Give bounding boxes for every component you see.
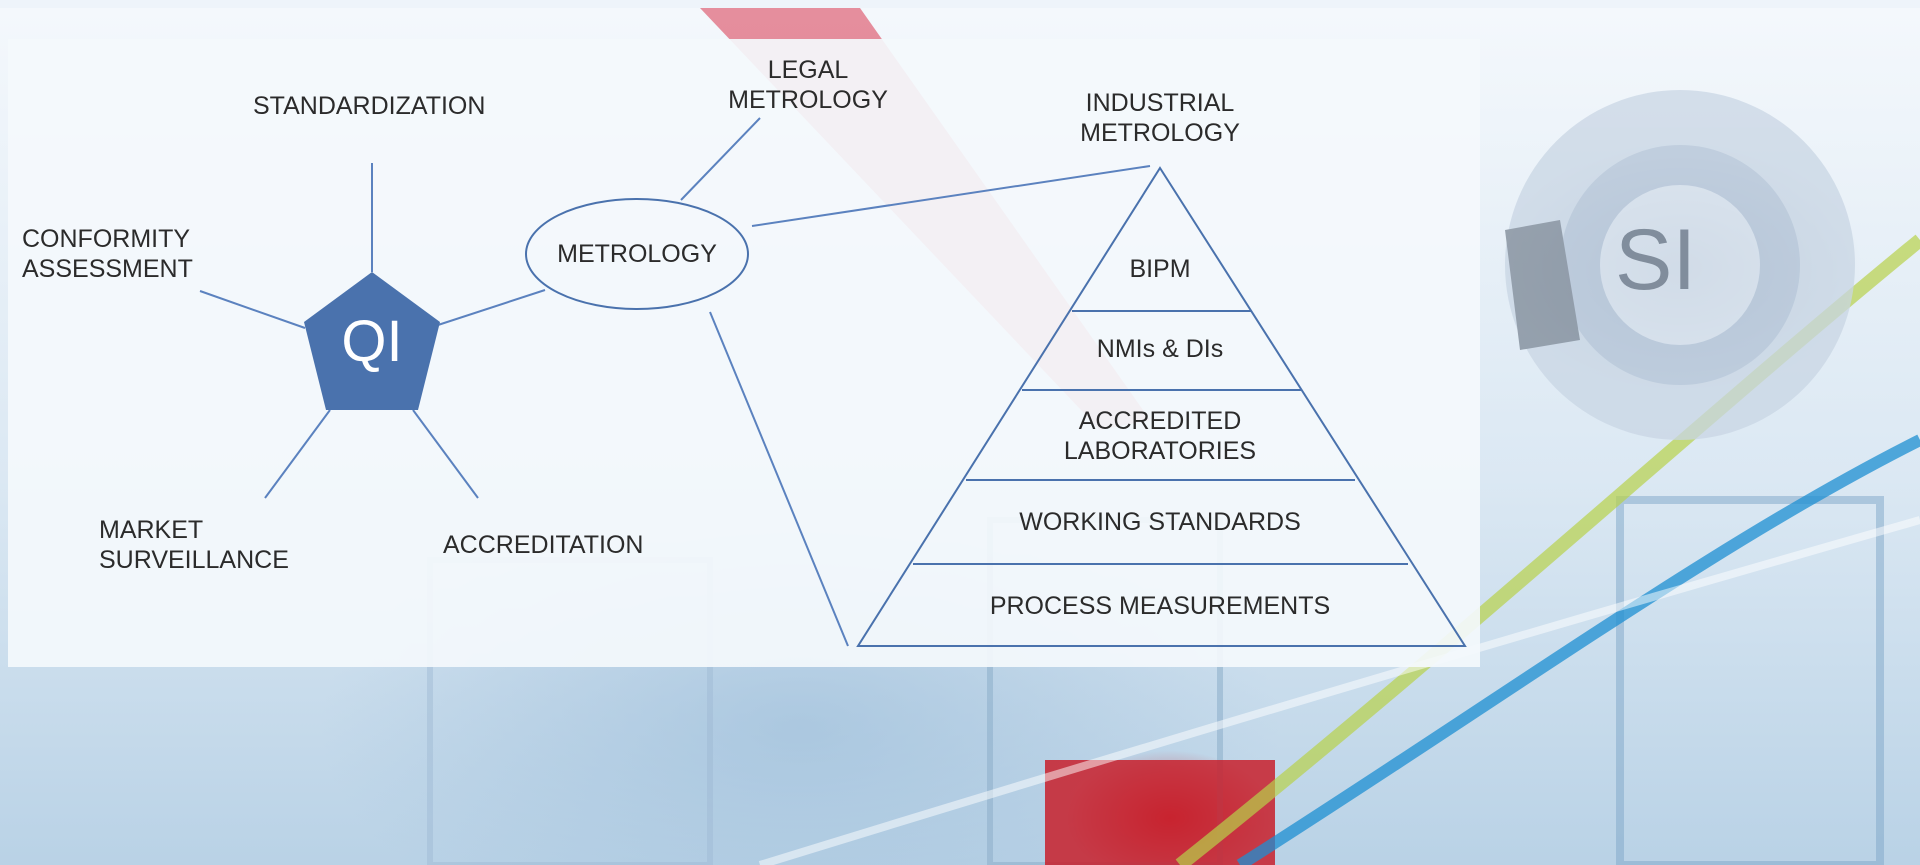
label-legal-metrology: LEGAL METROLOGY <box>728 56 888 114</box>
label-industrial-metrology: INDUSTRIAL METROLOGY <box>1080 89 1240 147</box>
label-market-surveillance: MARKET SURVEILLANCE <box>99 516 289 574</box>
spoke-conformity <box>199 290 306 329</box>
pyramid-level-working-standards: WORKING STANDARDS <box>1019 508 1301 536</box>
label-accreditation: ACCREDITATION <box>443 531 644 559</box>
pyramid-outline <box>856 166 1467 647</box>
spoke-metrology <box>437 289 546 326</box>
link-industrial-metrology <box>751 165 1151 227</box>
si-logo-text: SI <box>1615 212 1697 308</box>
link-legal-metrology <box>680 117 761 201</box>
white-streak <box>758 516 1920 865</box>
diagram-panel <box>8 39 1480 667</box>
spoke-accreditation <box>412 409 479 499</box>
si-logo <box>1505 90 1855 440</box>
pyramid-level-bipm: BIPM <box>1129 255 1191 283</box>
pyramid-level-nmis: NMIs & DIs <box>1096 335 1224 363</box>
pyramid-level-accredited-labs: ACCREDITED LABORATORIES <box>1063 407 1257 465</box>
blue-streak <box>1236 434 1920 865</box>
beaker-outline <box>1616 496 1884 865</box>
metrology-ellipse <box>525 198 749 310</box>
pyramid-level-process-measurements: PROCESS MEASUREMENTS <box>989 592 1331 620</box>
link-pyramid <box>709 311 849 647</box>
qi-pentagon <box>304 272 440 410</box>
label-conformity-assessment: CONFORMITY ASSESSMENT <box>22 225 193 283</box>
qi-center-label: QI <box>341 309 403 374</box>
label-metrology: METROLOGY <box>557 240 717 268</box>
spoke-market <box>264 409 331 499</box>
label-standardization: STANDARDIZATION <box>253 92 486 120</box>
